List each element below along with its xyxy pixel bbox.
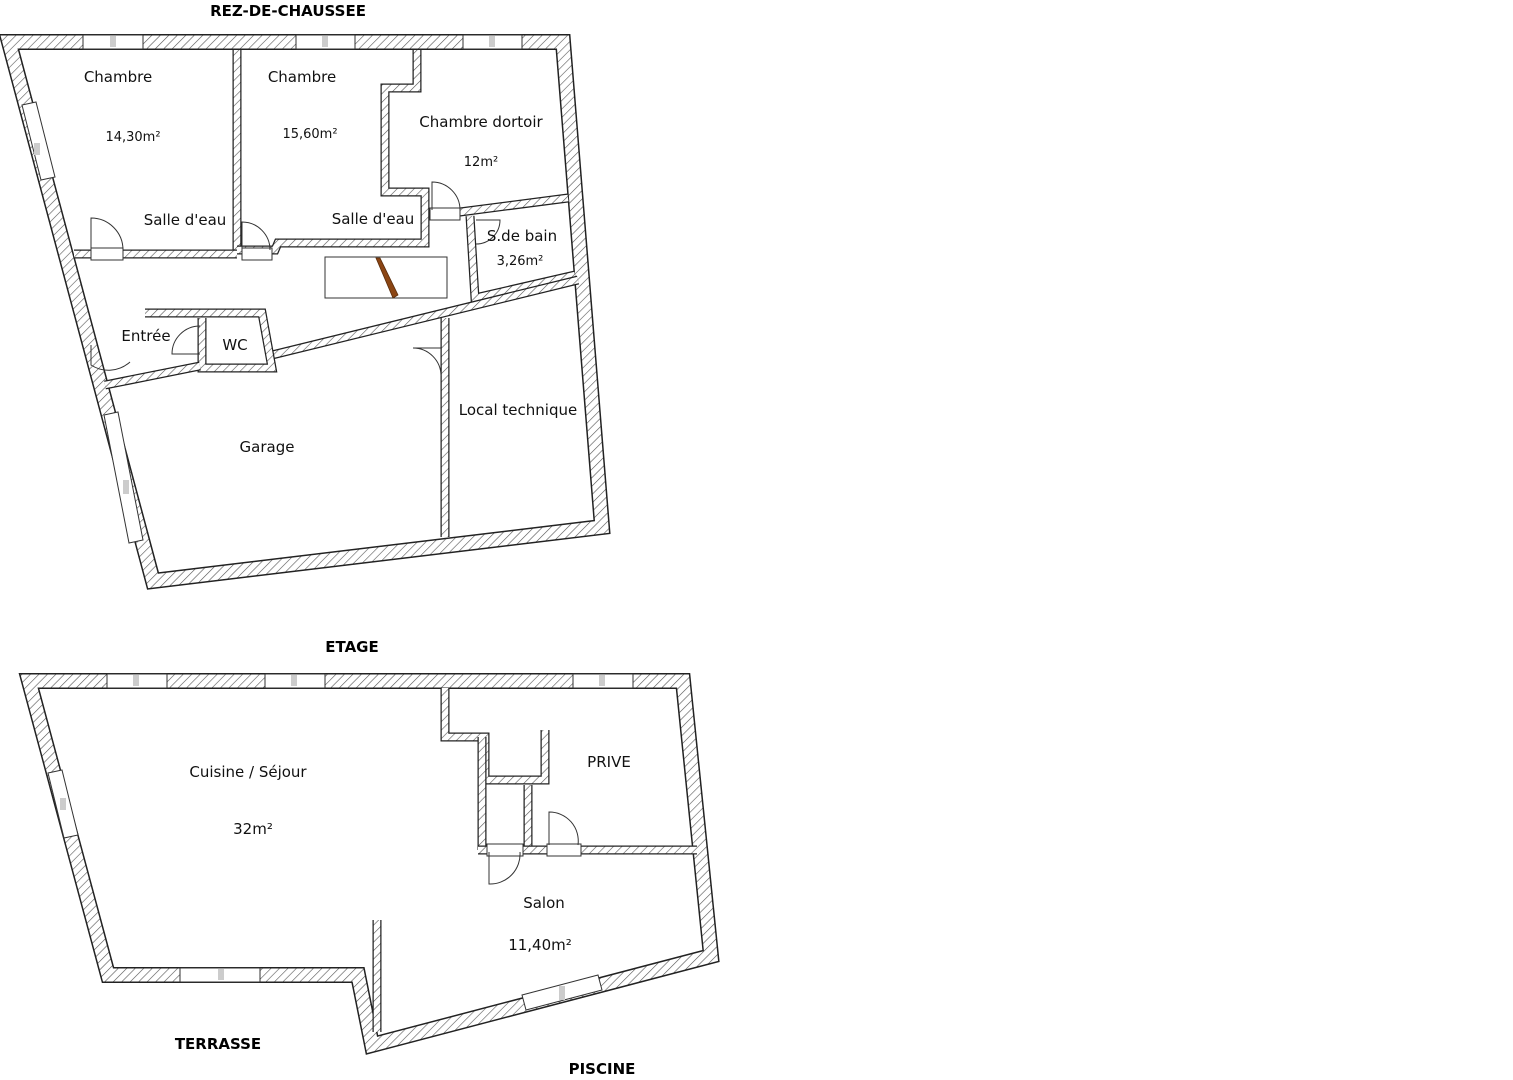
room-area-chambre-1: 14,30m² — [105, 130, 160, 145]
doors — [90, 181, 501, 377]
upper-floor-title: ETAGE — [325, 638, 378, 656]
windows — [47, 673, 634, 1011]
room-label-salle-de-bain: S.de bain — [487, 227, 557, 245]
exterior-walls — [18, 673, 720, 1055]
room-area-chambre-dortoir: 12m² — [464, 155, 498, 170]
room-label-chambre-2: Chambre — [268, 68, 336, 86]
staircase — [324, 256, 448, 299]
room-label-chambre-dortoir: Chambre dortoir — [419, 113, 543, 131]
terrace-label: TERRASSE — [175, 1035, 261, 1053]
windows — [21, 34, 523, 544]
room-label-local-technique: Local technique — [459, 401, 577, 419]
pool-label: PISCINE — [569, 1060, 636, 1078]
room-label-wc: WC — [222, 336, 247, 354]
room-label-chambre-1: Chambre — [84, 68, 152, 86]
room-label-garage: Garage — [240, 438, 295, 456]
upper-floor-plan: ETAGE Cuisine / Séjour — [18, 638, 720, 1078]
exterior-walls — [0, 34, 611, 590]
room-label-prive: PRIVE — [587, 753, 631, 771]
doors — [488, 811, 579, 885]
room-area-cuisine-sejour: 32m² — [233, 820, 273, 838]
room-area-salon: 11,40m² — [508, 936, 572, 954]
room-label-salon: Salon — [523, 894, 565, 912]
ground-floor-title: REZ-DE-CHAUSSEE — [210, 2, 366, 20]
room-label-entree: Entrée — [121, 327, 170, 345]
room-area-salle-de-bain: 3,26m² — [497, 254, 544, 269]
room-label-cuisine-sejour: Cuisine / Séjour — [189, 763, 307, 781]
room-label-salle-deau-1: Salle d'eau — [144, 211, 227, 229]
room-area-chambre-2: 15,60m² — [282, 127, 337, 142]
ground-floor-plan: REZ-DE-CHAUSSEE — [0, 2, 611, 590]
room-label-salle-deau-2: Salle d'eau — [332, 210, 415, 228]
